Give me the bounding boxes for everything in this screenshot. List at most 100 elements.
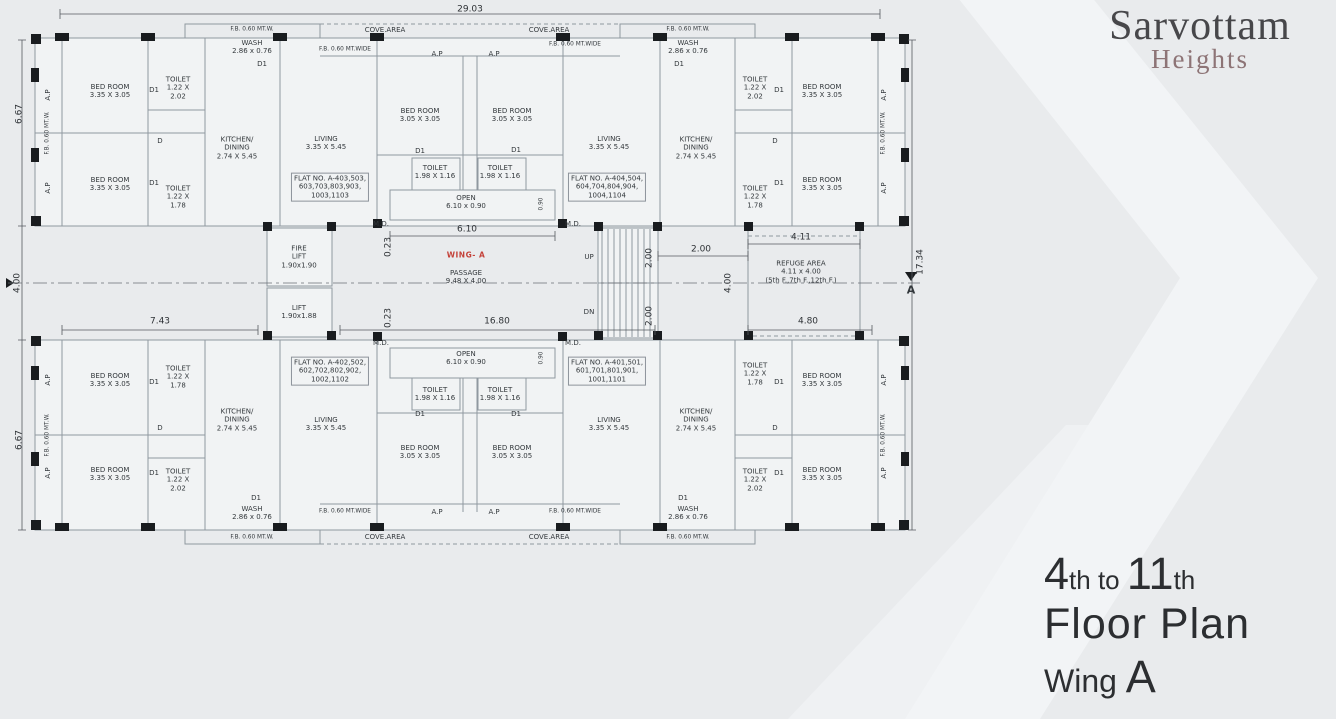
fire-lift-label: FIRE LIFT 1.90x1.90 — [281, 244, 317, 270]
room-label-bed: BED ROOM 3.35 X 3.05 — [89, 371, 131, 388]
door-label-d1: D1 — [149, 85, 159, 94]
dim-open-depth-top: 0.90 — [538, 197, 545, 211]
door-label-d1: D1 — [251, 493, 261, 502]
room-label-living: LIVING 3.35 X 5.45 — [305, 134, 347, 151]
wing-label: WING- A — [446, 250, 486, 260]
door-label-d1: D1 — [678, 493, 688, 502]
md-label: M.D. — [565, 338, 581, 347]
dim-open-depth-bottom: 0.90 — [538, 351, 545, 365]
ap-label: A.P — [43, 89, 52, 101]
wing-word: Wing — [1044, 663, 1126, 699]
wing-title: Wing A — [1044, 651, 1250, 703]
brand-name: Sarvottam — [1109, 3, 1291, 49]
door-label-d: D — [772, 423, 778, 432]
door-label-d1: D1 — [774, 178, 784, 187]
room-label-bed: BED ROOM 3.35 X 3.05 — [89, 175, 131, 192]
ap-label: A.P — [488, 49, 500, 58]
room-label-toilet: TOILET 1.98 X 1.16 — [414, 385, 456, 402]
room-label-wash: WASH 2.86 x 0.76 — [668, 504, 708, 521]
dim-stair-depth: 4.00 — [723, 272, 734, 294]
dim-core-height: 4.00 — [12, 272, 23, 294]
plan-linework — [6, 9, 920, 545]
cove-area-label: COVE.AREA — [364, 532, 406, 541]
dim-offset-bottom: 0.23 — [383, 307, 394, 329]
fb-label: F.B. 0.60 MT.W. — [44, 111, 51, 155]
room-label-open: OPEN 6.10 x 0.90 — [446, 193, 486, 210]
room-label-toilet: TOILET 1.98 X 1.16 — [414, 163, 456, 180]
ap-label: A.P — [879, 374, 888, 386]
ap-label: A.P — [43, 467, 52, 479]
stairs-down-label: DN — [583, 307, 595, 316]
floor-plan-title: Floor Plan — [1044, 600, 1250, 648]
md-label: M.D. — [373, 338, 389, 347]
room-label-wash: WASH 2.86 x 0.76 — [668, 38, 708, 55]
fb-wide-label: F.B. 0.60 MT.WIDE — [319, 508, 371, 515]
fb-label: F.B. 0.60 MT.W. — [666, 534, 710, 541]
floor-range: 4th to 11th — [1044, 548, 1250, 600]
room-label-wash: WASH 2.86 x 0.76 — [232, 504, 272, 521]
door-label-d1: D1 — [511, 145, 521, 154]
door-label-d1: D1 — [774, 85, 784, 94]
door-label-d1: D1 — [257, 59, 267, 68]
dim-refuge-width: 4.11 — [790, 232, 812, 243]
door-label-d1: D1 — [774, 468, 784, 477]
ap-label: A.P — [431, 49, 443, 58]
fb-label: F.B. 0.60 MT.W. — [880, 111, 887, 155]
ap-label: A.P — [879, 182, 888, 194]
ap-label: A.P — [488, 507, 500, 516]
door-label-d: D — [157, 136, 163, 145]
flat-number-label: FLAT NO. A-402,502, 602,702,802,902, 100… — [290, 356, 370, 386]
room-label-toilet: TOILET 1.22 X 1.78 — [742, 361, 768, 387]
door-label-d1: D1 — [149, 178, 159, 187]
room-label-toilet: TOILET 1.22 X 1.78 — [165, 364, 191, 390]
stairs-up-label: UP — [584, 252, 594, 261]
floor-range-num1: 4 — [1044, 548, 1070, 599]
refuge-area-label: REFUGE AREA 4.11 x 4.00 (5th F.,7th F.,1… — [765, 259, 837, 285]
fb-label: F.B. 0.60 MT.W. — [44, 413, 51, 457]
ap-label: A.P — [43, 182, 52, 194]
dim-stair-flight-top: 2.00 — [644, 247, 655, 269]
dim-lower-wing-height: 6.67 — [14, 429, 25, 451]
door-label-d1: D1 — [511, 409, 521, 418]
dim-stair-flight-bottom: 2.00 — [644, 305, 655, 327]
room-label-toilet: TOILET 1.22 X 2.02 — [165, 467, 191, 493]
fb-label: F.B. 0.60 MT.W. — [880, 413, 887, 457]
floor-plan: 29.03 6.67 4.00 6.67 17.34 7.43 16.80 4.… — [6, 5, 926, 545]
cove-area-label: COVE.AREA — [364, 25, 406, 34]
dim-offset-top: 0.23 — [383, 236, 394, 258]
floor-range-num2: 11 — [1126, 548, 1174, 599]
door-label-d1: D1 — [149, 468, 159, 477]
floor-range-suffix2: th — [1173, 565, 1196, 595]
door-label-d1: D1 — [674, 59, 684, 68]
fb-label: F.B. 0.60 MT.W. — [230, 26, 274, 33]
room-label-bed: BED ROOM 3.05 X 3.05 — [491, 443, 533, 460]
door-label-d1: D1 — [415, 146, 425, 155]
room-label-kitchen: KITCHEN/ DINING 2.74 X 5.45 — [675, 135, 717, 161]
room-label-kitchen: KITCHEN/ DINING 2.74 X 5.45 — [216, 407, 258, 433]
caption: 4th to 11th Floor Plan Wing A — [1044, 548, 1250, 703]
fb-wide-label: F.B. 0.60 MT.WIDE — [549, 41, 601, 48]
fb-wide-label: F.B. 0.60 MT.WIDE — [549, 508, 601, 515]
room-label-bed: BED ROOM 3.35 X 3.05 — [801, 371, 843, 388]
flat-number-label: FLAT NO. A-404,504, 604,704,804,904, 100… — [567, 172, 647, 202]
ap-label: A.P — [879, 467, 888, 479]
brand: Sarvottam Heights — [1078, 2, 1322, 75]
cove-area-label: COVE.AREA — [528, 25, 570, 34]
flat-number-label: FLAT NO. A-401,501, 601,701,801,901, 100… — [567, 356, 647, 386]
ap-label: A.P — [43, 374, 52, 386]
room-label-toilet: TOILET 1.98 X 1.16 — [479, 163, 521, 180]
section-marker: A — [906, 283, 916, 297]
room-label-kitchen: KITCHEN/ DINING 2.74 X 5.45 — [675, 407, 717, 433]
cove-area-label: COVE.AREA — [528, 532, 570, 541]
dim-stair-landing: 2.00 — [690, 244, 712, 255]
room-label-living: LIVING 3.35 X 5.45 — [305, 415, 347, 432]
dim-upper-wing-height: 6.67 — [14, 103, 25, 125]
door-label-d: D — [157, 423, 163, 432]
door-label-d1: D1 — [149, 377, 159, 386]
room-label-bed: BED ROOM 3.35 X 3.05 — [89, 82, 131, 99]
room-label-toilet: TOILET 1.22 X 1.78 — [742, 184, 768, 210]
dim-total-height: 17.34 — [915, 249, 926, 275]
room-label-living: LIVING 3.35 X 5.45 — [588, 415, 630, 432]
room-label-living: LIVING 3.35 X 5.45 — [588, 134, 630, 151]
